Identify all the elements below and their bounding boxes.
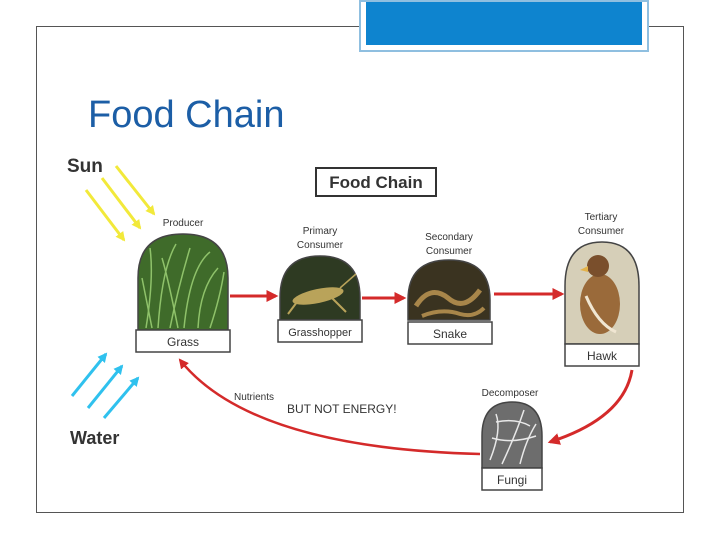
food-chain-header-label: Food Chain bbox=[329, 173, 422, 192]
accent-header-box bbox=[359, 0, 649, 52]
snake-node: Snake bbox=[407, 259, 493, 345]
grasshopper-node: Grasshopper bbox=[277, 255, 363, 343]
grass-node: Grass bbox=[135, 233, 231, 353]
food-chain-header-box: Food Chain bbox=[315, 167, 437, 197]
hawk-label: Hawk bbox=[587, 349, 618, 363]
grasshopper-label: Grasshopper bbox=[288, 327, 352, 339]
secondary-consumer-label-line1: Secondary bbox=[425, 232, 473, 243]
primary-consumer-label-line2: Consumer bbox=[297, 240, 344, 251]
grasshopper-picture bbox=[287, 273, 357, 315]
secondary-consumer-label-line2: Consumer bbox=[426, 246, 473, 257]
fungi-node: Fungi bbox=[481, 401, 543, 491]
grass-picture bbox=[141, 243, 225, 329]
tertiary-consumer-label-line1: Tertiary bbox=[585, 212, 618, 223]
sun-rays-icon bbox=[84, 165, 156, 242]
nutrients-label: Nutrients bbox=[234, 392, 274, 403]
primary-consumer-label-line1: Primary bbox=[303, 226, 337, 237]
fungi-picture bbox=[489, 409, 537, 465]
energy-note: BUT NOT ENERGY! bbox=[287, 402, 397, 416]
slide-title: Food Chain bbox=[88, 94, 285, 136]
accent-header-fill bbox=[366, 2, 642, 45]
water-arrows-icon bbox=[70, 352, 140, 419]
tertiary-consumer-label-line2: Consumer bbox=[578, 226, 625, 237]
arrow-fungi-to-grass bbox=[178, 358, 481, 456]
hawk-node: Hawk bbox=[564, 241, 640, 367]
fungi-label: Fungi bbox=[497, 473, 527, 487]
arrow-hawk-to-fungi bbox=[547, 369, 634, 445]
snake-label: Snake bbox=[433, 327, 467, 341]
sun-label: Sun bbox=[67, 156, 103, 177]
hawk-picture bbox=[580, 255, 620, 334]
water-label: Water bbox=[70, 428, 119, 448]
food-chain-diagram: Sun Food Chain Producer Grass Primary Co… bbox=[50, 148, 684, 500]
grass-label: Grass bbox=[167, 335, 199, 349]
snake-picture bbox=[413, 288, 486, 318]
producer-label: Producer bbox=[163, 218, 204, 229]
decomposer-label: Decomposer bbox=[482, 388, 539, 399]
